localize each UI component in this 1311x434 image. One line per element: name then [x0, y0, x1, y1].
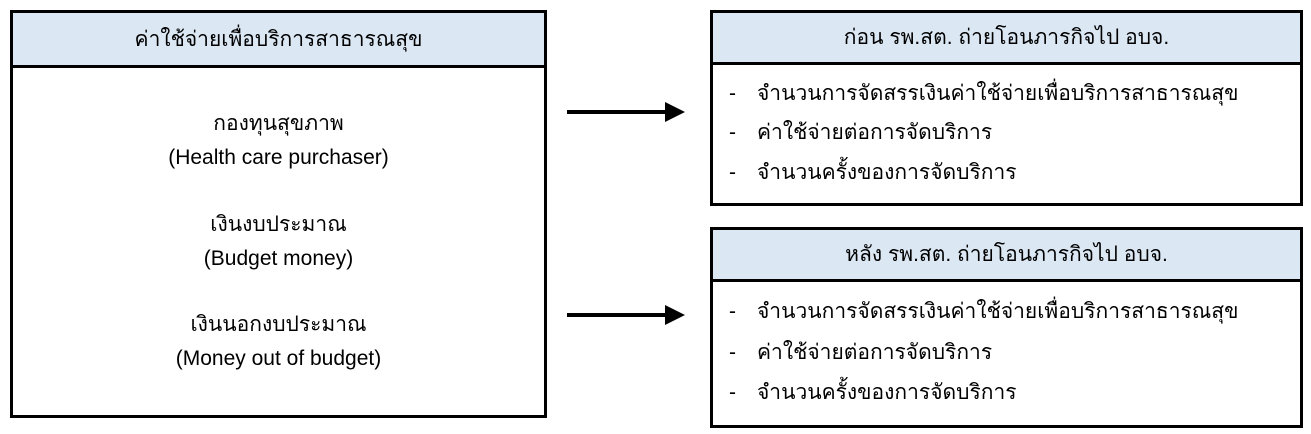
arrow-right-icon	[665, 102, 685, 122]
source-item-english-label: (Health care purchaser)	[168, 145, 389, 169]
before-transfer-box-header: ก่อน รพ.สต. ถ่ายโอนภารกิจไป อบจ.	[713, 13, 1300, 65]
source-item-thai-label: เงินงบประมาณ	[210, 212, 347, 236]
list-item: - จำนวนครั้งของการจัดบริการ	[725, 378, 1292, 408]
before-transfer-box: ก่อน รพ.สต. ถ่ายโอนภารกิจไป อบจ. - จำนวน…	[710, 10, 1303, 206]
arrow-right-icon	[665, 305, 685, 325]
list-item: - ค่าใช้จ่ายต่อการจัดบริการ	[725, 118, 1292, 148]
list-item: - จำนวนครั้งของการจัดบริการ	[725, 158, 1292, 188]
source-item-thai-label: เงินนอกงบประมาณ	[190, 313, 367, 337]
bullet-text: จำนวนการจัดสรรเงินค่าใช้จ่ายเพื่อบริการส…	[757, 299, 1239, 323]
source-item-money-out-of-budget: เงินนอกงบประมาณ (Money out of budget)	[176, 308, 381, 376]
list-item: - จำนวนการจัดสรรเงินค่าใช้จ่ายเพื่อบริกา…	[725, 79, 1292, 109]
source-item-thai-label: กองทุนสุขภาพ	[213, 111, 344, 135]
list-item: - จำนวนการจัดสรรเงินค่าใช้จ่ายเพื่อบริกา…	[725, 297, 1292, 327]
before-transfer-bullet-list: - จำนวนการจัดสรรเงินค่าใช้จ่ายเพื่อบริกา…	[713, 65, 1300, 203]
after-transfer-bullet-list: - จำนวนการจัดสรรเงินค่าใช้จ่ายเพื่อบริกา…	[713, 282, 1300, 425]
bullet-dash-icon: -	[729, 340, 736, 364]
bullet-dash-icon: -	[729, 121, 736, 144]
bullet-text: ค่าใช้จ่ายต่อการจัดบริการ	[757, 340, 993, 364]
source-item-english-label: (Budget money)	[203, 246, 354, 270]
expense-source-box: ค่าใช้จ่ายเพื่อบริการสาธารณสุข กองทุนสุข…	[10, 10, 547, 418]
bullet-text: ค่าใช้จ่ายต่อการจัดบริการ	[757, 121, 993, 144]
expense-source-box-header: ค่าใช้จ่ายเพื่อบริการสาธารณสุข	[13, 13, 544, 68]
arrow-to-after-box	[567, 305, 685, 325]
arrow-line	[567, 110, 665, 114]
bullet-text: จำนวนการจัดสรรเงินค่าใช้จ่ายเพื่อบริการส…	[757, 81, 1239, 105]
arrow-line	[567, 313, 665, 317]
source-item-budget-money: เงินงบประมาณ (Budget money)	[204, 208, 353, 276]
source-item-english-label: (Money out of budget)	[175, 347, 382, 371]
bullet-dash-icon: -	[729, 81, 736, 105]
after-transfer-box: หลัง รพ.สต. ถ่ายโอนภารกิจไป อบจ. - จำนวน…	[710, 227, 1303, 428]
source-item-health-care-purchaser: กองทุนสุขภาพ (Health care purchaser)	[168, 107, 389, 175]
bullet-dash-icon: -	[729, 381, 736, 405]
bullet-dash-icon: -	[729, 299, 736, 323]
bullet-dash-icon: -	[729, 160, 736, 184]
after-transfer-box-header: หลัง รพ.สต. ถ่ายโอนภารกิจไป อบจ.	[713, 230, 1300, 282]
expense-source-box-body: กองทุนสุขภาพ (Health care purchaser) เงิ…	[13, 68, 544, 415]
list-item: - ค่าใช้จ่ายต่อการจัดบริการ	[725, 338, 1292, 368]
bullet-text: จำนวนครั้งของการจัดบริการ	[757, 160, 1017, 184]
arrow-to-before-box	[567, 102, 685, 122]
bullet-text: จำนวนครั้งของการจัดบริการ	[757, 381, 1017, 405]
